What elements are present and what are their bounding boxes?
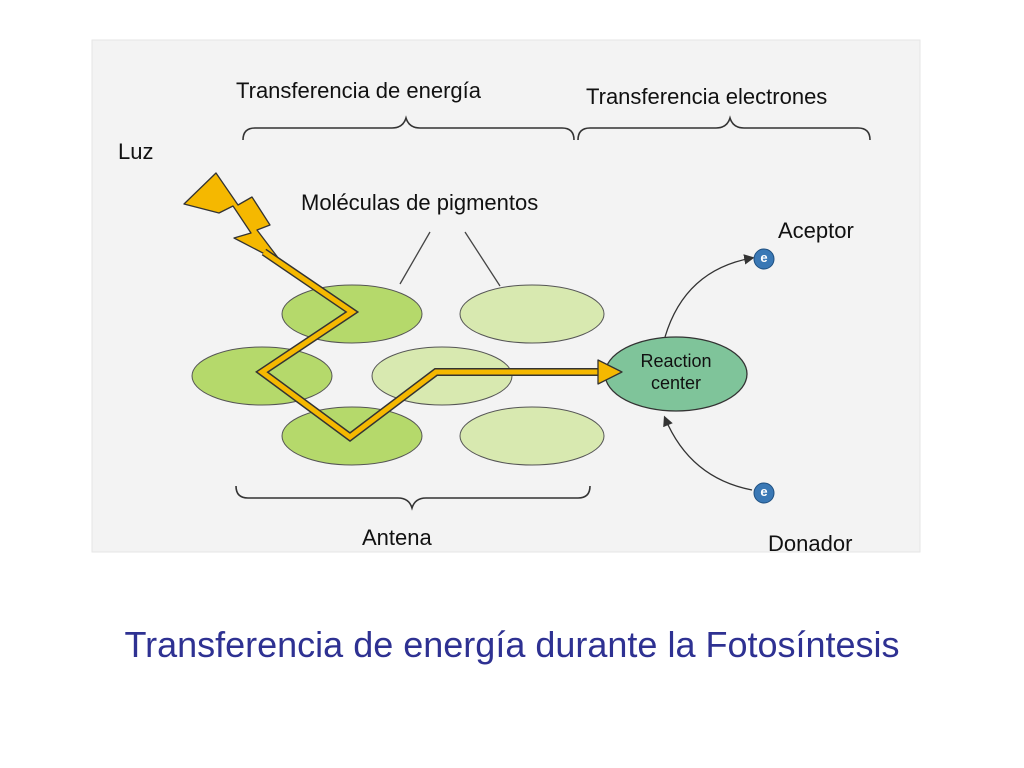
donor-electron-label: e [760,484,768,499]
donor-electron-icon [753,482,775,504]
light-bolt-icon [183,172,283,264]
diagram-border [91,39,921,553]
pigment-pointer-line-2 [464,231,501,287]
energy-path [257,249,606,441]
pigment-molecule [459,284,605,344]
electron-transfer-label: Transferencia electrones [586,84,828,109]
acceptor-electron-label: e [760,250,768,265]
pigment-pointer-line-1 [399,231,431,285]
energy-transfer-brace [242,115,575,141]
electron-transfer-brace [577,115,871,141]
slide-caption: Transferencia de energía durante la Foto… [124,624,900,665]
acceptor-label: Aceptor [778,218,854,243]
energy-transfer-diagram: e e Transferencia de energía Transferenc… [91,39,921,556]
donor-to-reaction-arrow [663,415,753,491]
antenna-label: Antena [362,525,432,550]
donor-label: Donador [768,531,853,556]
diagram-graphic [91,39,921,553]
energy-arrowhead-icon [597,359,623,385]
reaction-center-label: Reaction center [605,350,747,394]
reaction-center-line-1: Reaction [640,351,712,371]
light-label: Luz [118,139,154,164]
energy-transfer-label: Transferencia de energía [236,78,481,103]
reaction-center-line-2: center [650,373,702,393]
acceptor-electron-icon [753,248,775,270]
pigment-molecules-label: Moléculas de pigmentos [301,190,539,215]
antenna-brace [235,485,591,511]
pigment-molecule [459,406,605,466]
electron-to-acceptor-arrow [664,254,755,338]
